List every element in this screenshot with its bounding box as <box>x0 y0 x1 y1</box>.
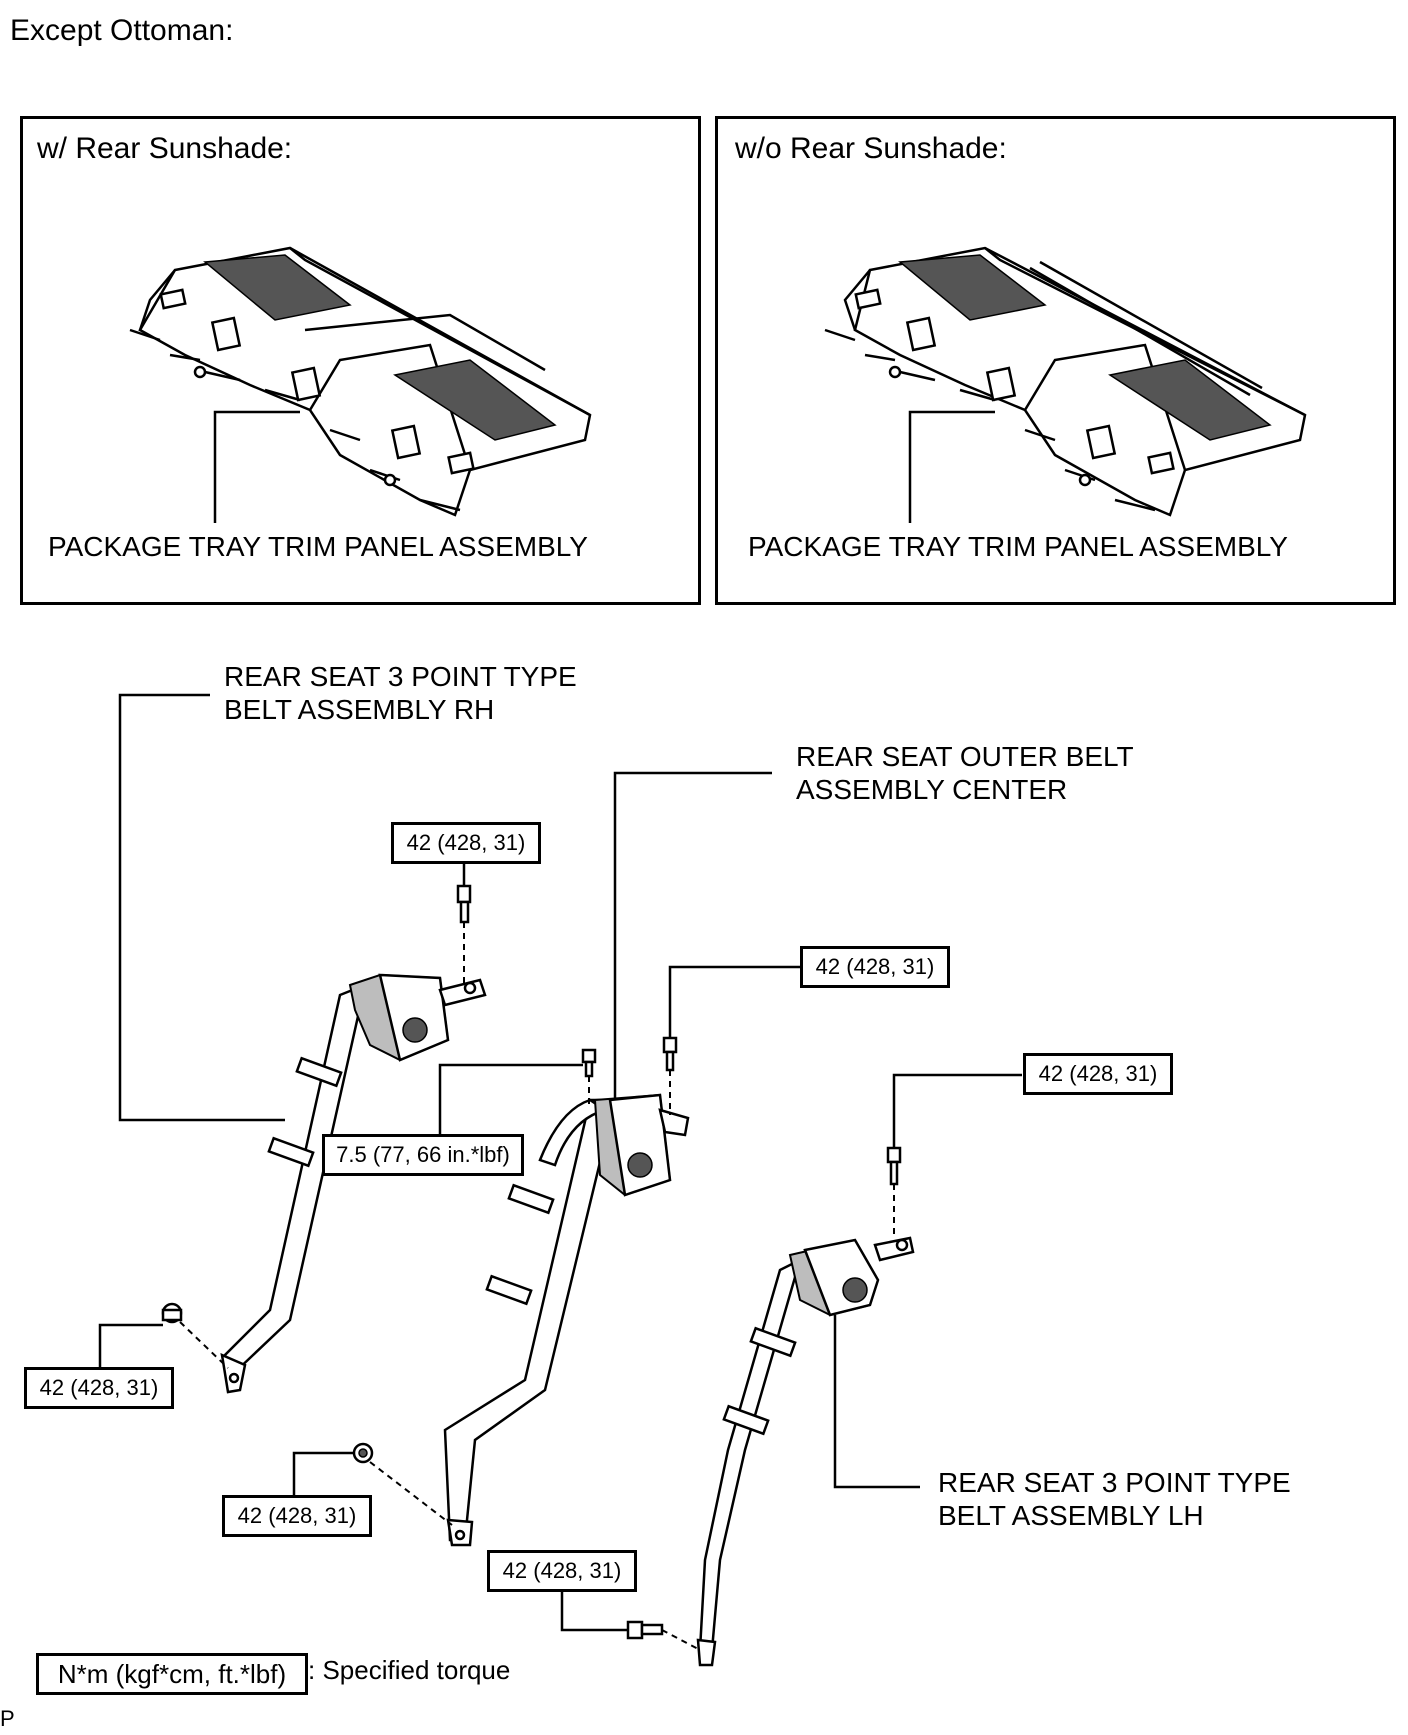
bolt-rh-upper <box>456 884 472 924</box>
belt-lh-label-line2: BELT ASSEMBLY LH <box>938 1500 1204 1531</box>
leader-tray-2 <box>908 410 995 523</box>
torque-label-center-upper: 42 (428, 31) <box>800 946 950 988</box>
leader-torque-5 <box>98 1323 163 1373</box>
panel-without-sunshade <box>715 116 1396 605</box>
leader-center <box>613 771 772 1100</box>
belt-lh-label-line1: REAR SEAT 3 POINT TYPE <box>938 1467 1291 1498</box>
belt-rh-label-line1: REAR SEAT 3 POINT TYPE <box>224 661 577 692</box>
legend-text: : Specified torque <box>308 1655 511 1685</box>
torque-label-rh-lower: 42 (428, 31) <box>24 1367 174 1409</box>
leader-belt-lh <box>833 1315 920 1489</box>
panel-without-sunshade-title: w/o Rear Sunshade: <box>735 132 1007 165</box>
leader-belt-rh <box>118 693 285 1122</box>
torque-label-lh-lower: 42 (428, 31) <box>487 1550 637 1592</box>
leader-torque-6 <box>292 1451 354 1495</box>
package-tray-without-sunshade <box>824 246 1307 517</box>
leader-torque-3 <box>892 1073 1022 1148</box>
belt-assembly-rh <box>220 973 487 1394</box>
diagram-heading: Except Ottoman: <box>10 14 234 47</box>
bolt-lh-upper <box>886 1146 902 1186</box>
panel-without-sunshade-label: PACKAGE TRAY TRIM PANEL ASSEMBLY <box>748 531 1288 562</box>
leader-tray-1 <box>213 410 300 523</box>
outer-belt-center <box>443 1093 690 1547</box>
leader-torque-7 <box>560 1588 628 1632</box>
torque-label-center-lower: 42 (428, 31) <box>222 1495 372 1537</box>
corner-mark: P <box>0 1706 15 1731</box>
legend-torque-box: N*m (kgf*cm, ft.*lbf) <box>36 1653 308 1695</box>
center-belt-label-line2: ASSEMBLY CENTER <box>796 774 1068 805</box>
torque-label-lh-upper: 42 (428, 31) <box>1023 1053 1173 1095</box>
bolt-lh-lower <box>626 1620 664 1640</box>
belt-assembly-lh <box>696 1236 915 1667</box>
nut-center-lower <box>352 1442 374 1464</box>
torque-label-rh-upper: 42 (428, 31) <box>391 822 541 864</box>
bolt-center-small <box>581 1048 597 1078</box>
belt-rh-label-line2: BELT ASSEMBLY RH <box>224 694 495 725</box>
package-tray-with-sunshade <box>129 246 592 517</box>
torque-label-center-small: 7.5 (77, 66 in.*lbf) <box>322 1134 524 1176</box>
bolt-center-upper <box>662 1036 678 1072</box>
leader-torque-2 <box>668 965 800 1038</box>
center-belt-label-line1: REAR SEAT OUTER BELT <box>796 741 1134 772</box>
leader-torque-4 <box>438 1063 583 1135</box>
panel-with-sunshade-label: PACKAGE TRAY TRIM PANEL ASSEMBLY <box>48 531 588 562</box>
panel-with-sunshade-title: w/ Rear Sunshade: <box>37 132 293 165</box>
bolt-rh-lower <box>161 1302 183 1324</box>
panel-with-sunshade <box>20 116 701 605</box>
